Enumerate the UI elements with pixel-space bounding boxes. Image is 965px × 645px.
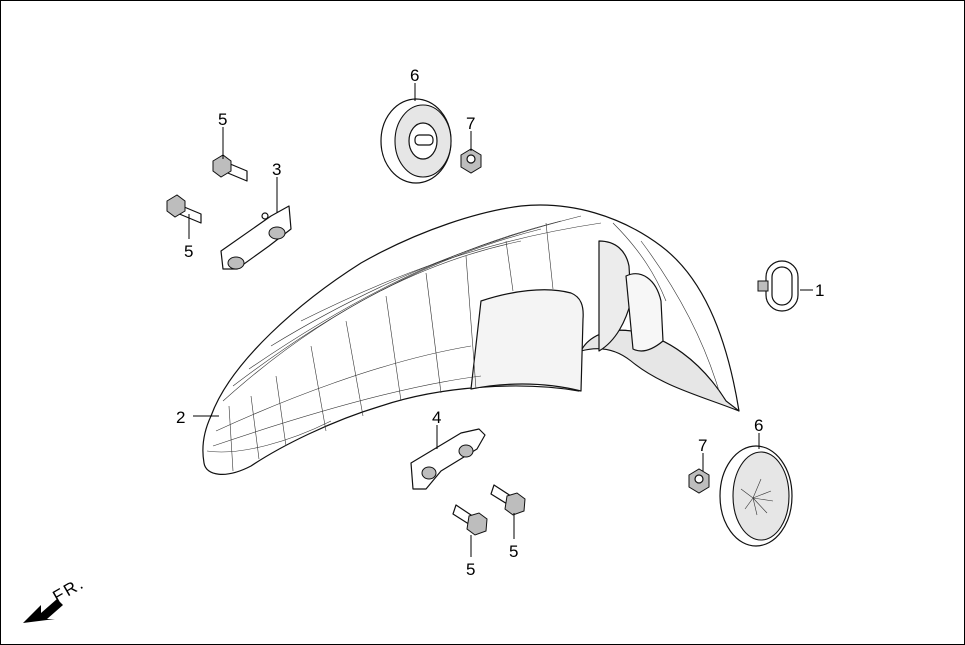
- callout-5-top: 5: [218, 110, 227, 129]
- bolt-5b: [166, 194, 202, 224]
- nut-7a: [460, 148, 482, 174]
- callout-6-top: 6: [410, 66, 419, 85]
- direction-label: FR.: [50, 573, 88, 606]
- callout-5-bottom-left: 5: [466, 560, 475, 579]
- callout-7-bottom: 7: [698, 436, 707, 455]
- callout-3: 3: [272, 160, 281, 179]
- bolt-5d: [490, 484, 526, 516]
- callout-5-bottom-right: 5: [509, 542, 518, 561]
- front-direction-indicator: FR.: [23, 573, 88, 623]
- arrow-icon: [23, 599, 63, 623]
- nut-7b: [688, 468, 710, 494]
- bracket-part-4: [410, 428, 486, 490]
- reflector-6-top: [380, 98, 452, 184]
- reflector-6-right: [719, 445, 793, 547]
- leader-lines: [188, 83, 813, 557]
- callout-2: 2: [176, 408, 185, 427]
- front-fender: [202, 204, 740, 475]
- callout-4: 4: [432, 408, 441, 427]
- bolt-5c: [452, 504, 488, 536]
- callout-1: 1: [815, 281, 824, 300]
- callout-7-top: 7: [466, 114, 475, 133]
- callout-6-right: 6: [754, 416, 763, 435]
- callout-5-left: 5: [184, 242, 193, 261]
- bracket-part-3: [220, 205, 292, 270]
- bolt-5a: [212, 154, 248, 182]
- clip-part-1: [757, 260, 799, 312]
